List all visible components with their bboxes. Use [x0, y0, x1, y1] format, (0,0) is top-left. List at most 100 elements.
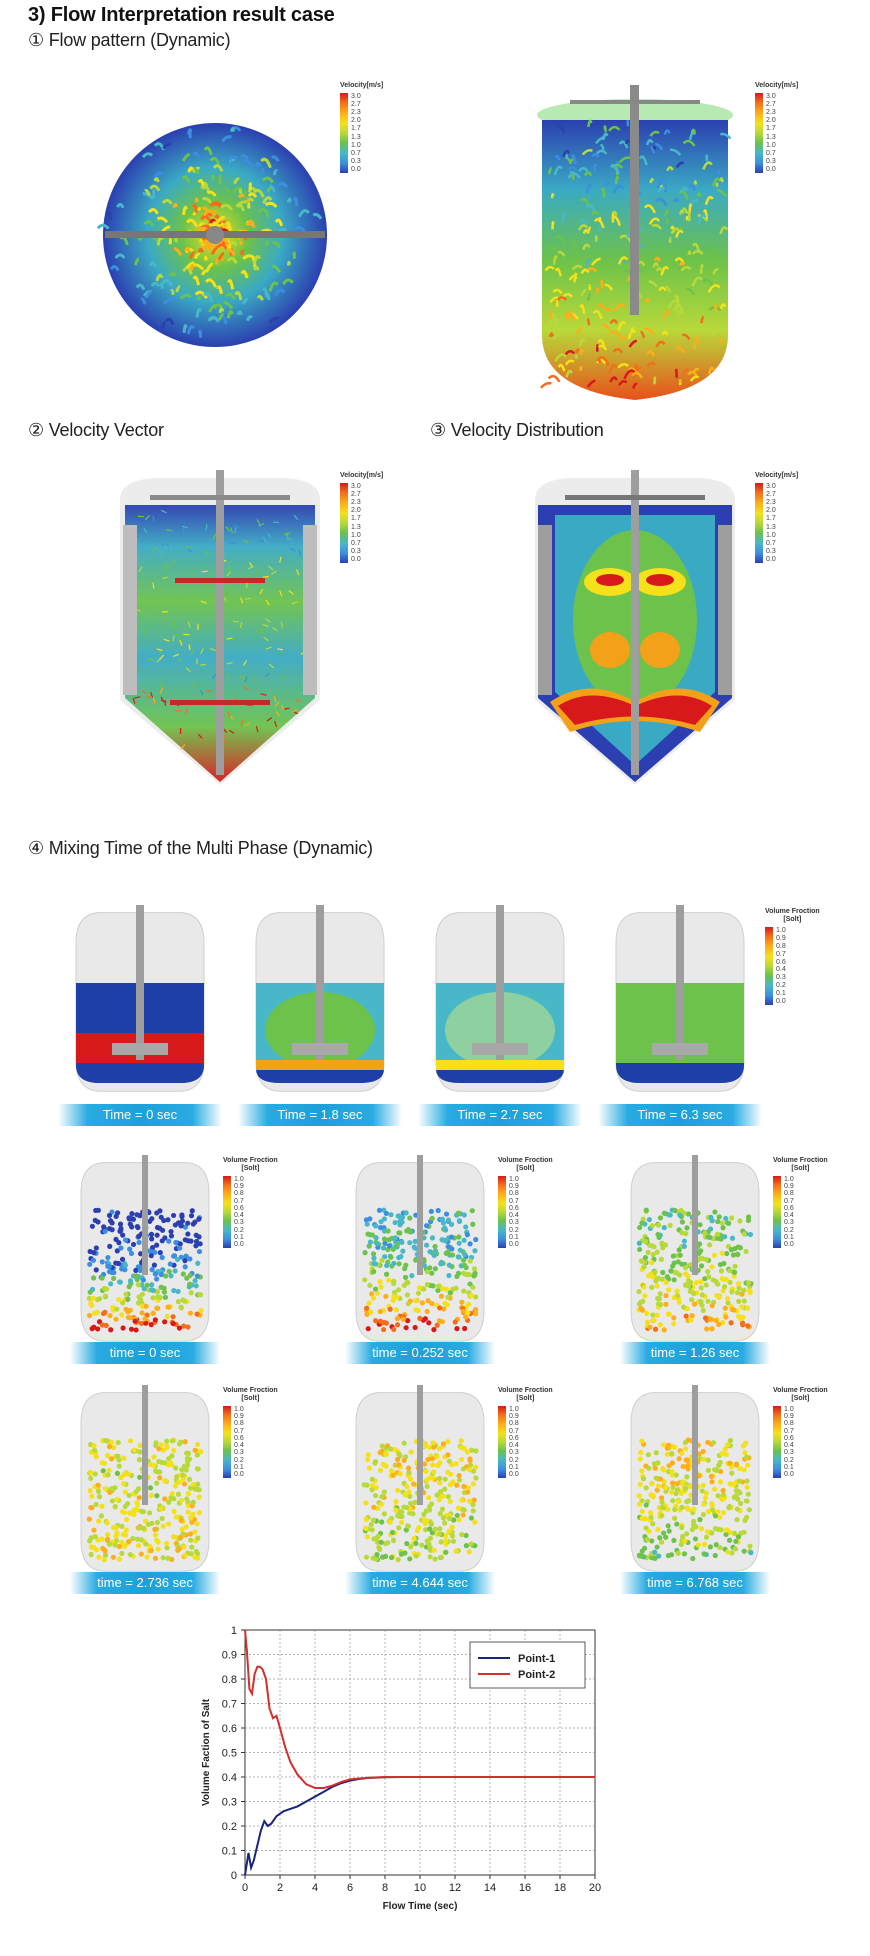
velocity-arrow	[160, 696, 165, 703]
flow-streak	[604, 181, 611, 187]
particle	[395, 1513, 401, 1519]
particle	[148, 1253, 154, 1259]
particle	[727, 1437, 734, 1444]
particle	[427, 1526, 433, 1532]
flow-streak	[567, 173, 573, 179]
flow-streak	[237, 193, 251, 204]
particle	[125, 1471, 131, 1477]
flow-streak	[185, 218, 199, 228]
particle	[394, 1241, 400, 1248]
particle	[386, 1243, 392, 1249]
particle	[743, 1498, 749, 1504]
particle	[719, 1276, 725, 1282]
particle	[192, 1529, 198, 1535]
velocity-arrow	[276, 648, 284, 651]
flow-streak	[96, 223, 110, 230]
velocity-arrow	[272, 627, 278, 632]
particle	[170, 1212, 177, 1219]
particle	[389, 1529, 396, 1536]
particle	[162, 1496, 168, 1502]
velocity-arrow	[173, 592, 179, 598]
particle	[456, 1517, 462, 1523]
flow-streak	[658, 286, 667, 292]
particle	[389, 1468, 395, 1474]
legend-title: Volume Froction	[223, 1387, 278, 1394]
legend-tick: 0.3	[766, 547, 776, 555]
flow-streak	[565, 310, 575, 321]
particle	[743, 1248, 749, 1255]
velocity-arrow	[158, 647, 161, 654]
legend-tick: 0.8	[234, 1190, 244, 1198]
flow-streak	[573, 272, 578, 283]
flow-streak	[719, 303, 727, 310]
particle	[648, 1514, 654, 1520]
particle	[91, 1275, 97, 1281]
particle	[87, 1289, 93, 1295]
particle	[460, 1257, 467, 1263]
particle	[369, 1487, 375, 1493]
particle	[133, 1488, 139, 1495]
particle	[435, 1283, 442, 1289]
velocity-arrow	[185, 667, 192, 673]
particle	[731, 1530, 738, 1536]
particle	[461, 1237, 467, 1243]
particle	[119, 1509, 126, 1515]
particle	[194, 1521, 200, 1527]
particle	[431, 1469, 437, 1475]
particle	[639, 1508, 645, 1515]
flow-streak	[206, 190, 217, 197]
particle	[375, 1290, 381, 1296]
particle	[427, 1249, 433, 1255]
particle	[438, 1293, 445, 1299]
particle	[96, 1518, 102, 1524]
velocity-arrow	[280, 704, 285, 711]
particle	[362, 1277, 368, 1283]
flow-streak	[663, 184, 667, 193]
particle	[684, 1499, 690, 1505]
particle	[143, 1303, 149, 1309]
particle	[733, 1538, 739, 1544]
particle	[657, 1476, 663, 1482]
particle	[469, 1447, 475, 1453]
particle	[646, 1216, 653, 1223]
particle	[135, 1224, 141, 1231]
flow-streak	[234, 291, 243, 301]
particle	[174, 1474, 180, 1480]
velocity-arrow	[239, 622, 243, 629]
particle	[365, 1452, 371, 1458]
particle	[459, 1531, 465, 1538]
legend-tick: 1.0	[766, 141, 776, 149]
particle	[737, 1218, 743, 1224]
flow-streak	[649, 178, 655, 184]
flow-streak	[617, 363, 630, 369]
legend-tick: 0.3	[784, 1219, 794, 1227]
particle	[636, 1289, 642, 1295]
particle	[723, 1215, 729, 1222]
velocity-arrow	[141, 690, 148, 695]
particle	[700, 1255, 706, 1262]
flow-streak	[623, 369, 636, 380]
particle	[437, 1460, 443, 1466]
flow-streak	[261, 176, 274, 184]
particle	[406, 1489, 412, 1495]
velocity-arrow	[173, 621, 176, 629]
particle	[671, 1277, 677, 1283]
particle	[136, 1525, 142, 1531]
particle	[127, 1438, 134, 1444]
velocity-arrow	[152, 547, 159, 551]
particle	[742, 1450, 748, 1456]
particle	[661, 1210, 667, 1216]
mixing-particle-tank	[630, 1385, 760, 1572]
particle	[122, 1503, 128, 1510]
velocity-arrow	[273, 679, 276, 686]
particle	[138, 1297, 144, 1303]
flow-streak	[697, 214, 707, 224]
particle	[407, 1500, 414, 1506]
flow-streak	[702, 161, 713, 170]
particle	[670, 1498, 676, 1504]
legend-tick: 0.6	[234, 1204, 244, 1212]
particle	[463, 1271, 469, 1277]
particle	[719, 1220, 725, 1226]
legend-color-bar	[340, 483, 348, 563]
particle	[104, 1520, 110, 1526]
